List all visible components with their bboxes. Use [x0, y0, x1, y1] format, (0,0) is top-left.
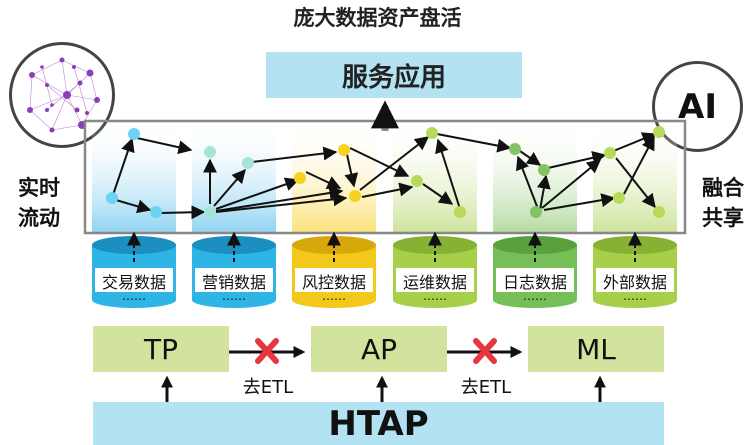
node: [653, 206, 665, 218]
headline: 庞大数据资产盘活: [293, 6, 462, 30]
node: [242, 157, 254, 169]
right-label-line-2: 共享: [702, 206, 744, 230]
node: [128, 128, 140, 140]
source-ellipsis: ……: [222, 289, 246, 303]
source-column-backgrounds: [92, 118, 677, 233]
cylinder-up-arrows: [127, 231, 642, 262]
tp-box: TP: [93, 326, 229, 372]
node: [653, 126, 665, 138]
node: [411, 175, 423, 187]
service-application-box: 服务应用: [266, 52, 522, 98]
source-label-risk: 风控数据: [301, 273, 366, 292]
node: [454, 206, 466, 218]
column-bg-external: [593, 118, 677, 233]
fusion-share-label: 融合 共享: [702, 173, 744, 233]
column-bg-marketing: [192, 118, 276, 233]
source-label-external: 外部数据: [602, 273, 667, 292]
node: [204, 146, 216, 158]
node: [530, 206, 542, 218]
node: [538, 164, 550, 176]
source-ellipsis: ……: [122, 289, 146, 303]
source-label-log: 日志数据: [502, 273, 567, 292]
right-label-line-1: 融合: [702, 176, 744, 200]
source-ellipsis: ……: [423, 289, 447, 303]
node: [338, 144, 350, 156]
source-ellipsis: ……: [322, 289, 346, 303]
left-label-line-1: 实时: [18, 176, 60, 200]
remove-etl-label-2: 去ETL: [460, 377, 512, 398]
ml-box: ML: [528, 326, 664, 372]
htap-box: HTAP: [93, 402, 664, 445]
source-label-trade: 交易数据: [101, 273, 166, 292]
network-edges: [112, 132, 657, 220]
node: [150, 206, 162, 218]
source-ellipsis: ……: [623, 289, 647, 303]
column-bg-risk: [292, 118, 376, 233]
node: [294, 172, 306, 184]
remove-etl-label-1: 去ETL: [242, 377, 294, 398]
node: [613, 192, 625, 204]
source-ellipsis: ……: [523, 289, 547, 303]
node: [204, 206, 216, 218]
ap-box: AP: [311, 326, 447, 372]
cylinders: [92, 236, 677, 308]
node: [509, 143, 521, 155]
source-label-ops: 运维数据: [402, 273, 467, 292]
node: [604, 147, 616, 159]
left-label-line-2: 流动: [18, 206, 60, 230]
node: [106, 192, 118, 204]
node: [426, 127, 438, 139]
cross-icon: [255, 338, 497, 364]
network-nodes: [106, 126, 665, 218]
cylinder-label-boxes: [95, 268, 674, 292]
realtime-flow-label: 实时 流动: [18, 173, 60, 233]
source-label-marketing: 营销数据: [201, 273, 266, 292]
node: [349, 190, 361, 202]
